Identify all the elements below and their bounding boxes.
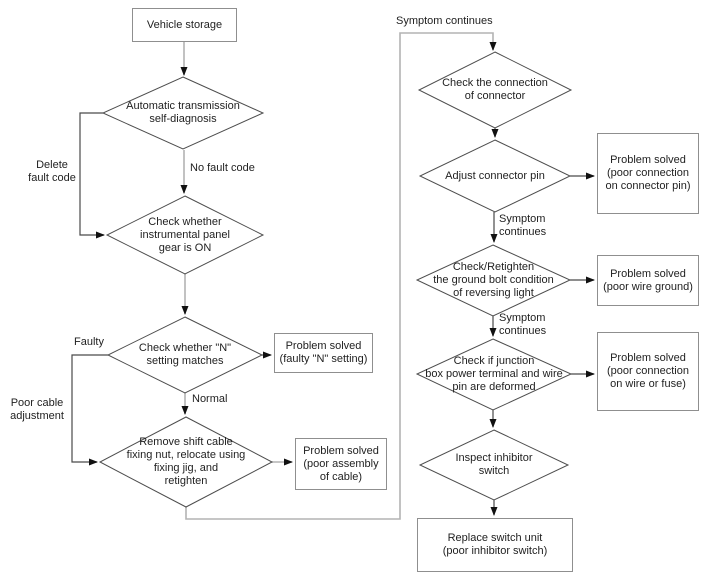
- decision-diamonds: [98, 51, 573, 508]
- decision-shift-cable: Remove shift cable fixing nut, relocate …: [126, 436, 246, 487]
- edge-label-normal: Normal: [192, 393, 228, 405]
- node-solved-connector-pin: Problem solved (poor connection on conne…: [597, 133, 699, 214]
- node-solved-n-setting: Problem solved (faulty "N" setting): [274, 333, 373, 373]
- diamond-junction-box: [415, 338, 573, 411]
- diamond-connector-check: [417, 51, 573, 129]
- node-vehicle-storage: Vehicle storage: [132, 8, 237, 42]
- diamond-self-diagnosis: [101, 76, 265, 150]
- connectors-dark: [71, 112, 595, 516]
- node-replace-switch: Replace switch unit (poor inhibitor swit…: [417, 518, 573, 572]
- edge-faulty-loop: [71, 354, 108, 466]
- edge-label-faulty: Faulty: [74, 336, 104, 348]
- node-solved-cable: Problem solved (poor assembly of cable): [295, 438, 387, 490]
- connectors-light: [180, 32, 497, 520]
- edge-label-no-fault-code: No fault code: [190, 162, 255, 174]
- edge-label-symptom-continues-top: Symptom continues: [396, 15, 493, 27]
- decision-inspect-inhibitor: Inspect inhibitor switch: [455, 452, 533, 477]
- edge-label-symptom-continues-2: Symptom continues: [499, 312, 547, 337]
- diamond-shift-cable: [98, 416, 274, 508]
- diamond-panel-gear: [105, 195, 265, 275]
- node-solved-wire-ground: Problem solved (poor wire ground): [597, 255, 699, 306]
- decision-adjust-pin: Adjust connector pin: [445, 169, 545, 182]
- decision-ground-bolt: Check/Retighten the ground bolt conditio…: [433, 261, 554, 299]
- decision-self-diagnosis: Automatic transmission self-diagnosis: [126, 100, 240, 125]
- edge-symptom-continues-loop: [185, 32, 497, 520]
- edge-label-poor-cable-adjustment: Poor cable adjustment: [10, 397, 64, 422]
- decision-connector-check: Check the connection of connector: [442, 77, 548, 102]
- decision-junction-box: Check if junction box power terminal and…: [425, 355, 563, 393]
- diamond-n-setting: [106, 316, 264, 394]
- diamond-ground-bolt: [415, 244, 572, 317]
- decision-panel-gear: Check whether instrumental panel gear is…: [140, 215, 230, 254]
- edge-label-delete-fault-code: Delete fault code: [28, 159, 76, 184]
- diamond-inspect-inhibitor: [418, 429, 570, 501]
- diamond-adjust-pin: [418, 139, 572, 213]
- edge-delete-fault-code: [79, 112, 105, 239]
- edge-label-symptom-continues-1: Symptom continues: [499, 213, 547, 238]
- decision-n-setting: Check whether "N" setting matches: [138, 342, 232, 367]
- node-solved-wire-fuse: Problem solved (poor connection on wire …: [597, 332, 699, 411]
